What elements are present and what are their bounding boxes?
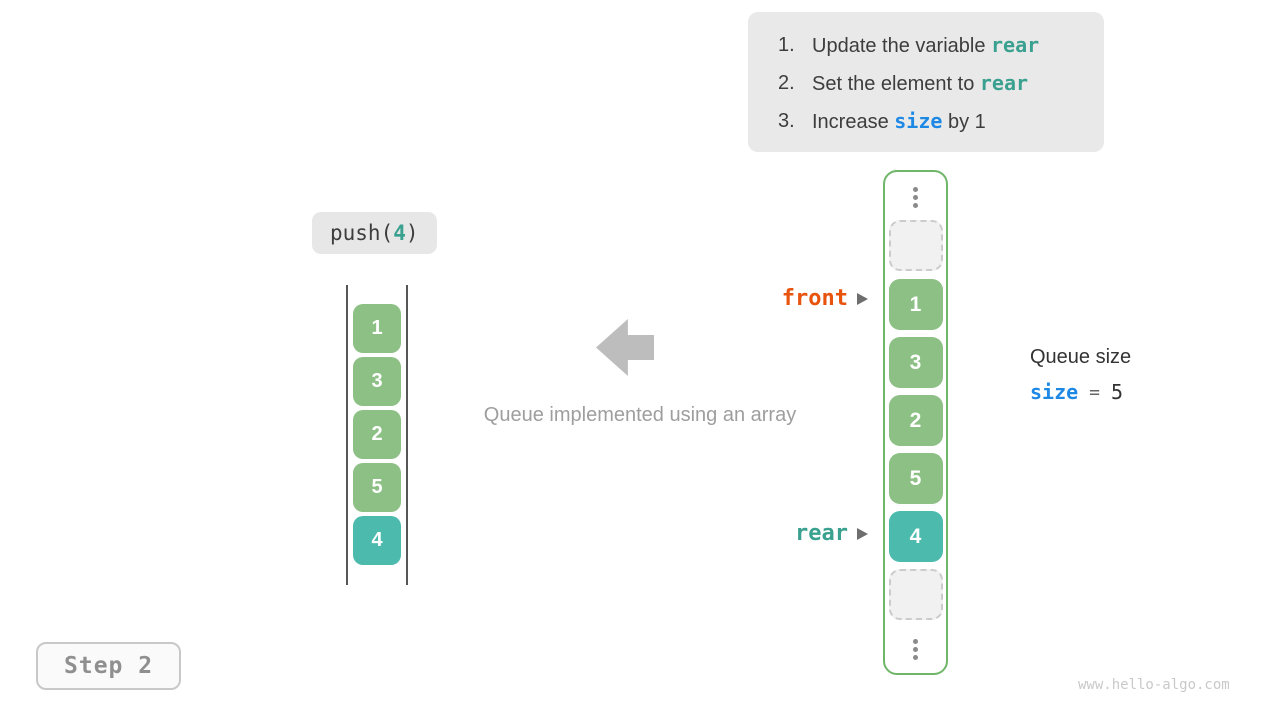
array-cell-new: 4: [888, 511, 943, 562]
queue-abstract-view: 1 3 2 5 4: [346, 285, 408, 585]
size-value: 5: [1111, 380, 1124, 404]
instruction-text-before: Increase: [812, 111, 895, 133]
instruction-item: 1. Update the variable rear: [778, 27, 1104, 65]
queue-cell-new: 4: [353, 516, 401, 565]
push-call-arg: 4: [393, 221, 406, 245]
watermark: www.hello-algo.com: [1078, 677, 1230, 693]
ellipsis-icon: [913, 185, 918, 210]
code-token-rear: rear: [991, 33, 1040, 57]
array-cell: 5: [888, 453, 943, 504]
push-call-prefix: push(: [330, 221, 394, 245]
instruction-text: Update the variable rear: [812, 27, 1039, 65]
empty-slot: [888, 569, 943, 620]
queue-cell: 1: [353, 304, 401, 353]
left-arrow-icon: [596, 319, 654, 376]
instruction-text: Set the element to rear: [812, 65, 1028, 103]
instruction-item: 2. Set the element to rear: [778, 65, 1104, 103]
queue-cell: 3: [353, 357, 401, 406]
instruction-item: 3. Increase size by 1: [778, 103, 1104, 141]
queue-cell: 2: [353, 410, 401, 459]
size-variable: size: [1030, 380, 1079, 404]
step-badge: Step 2: [36, 642, 182, 690]
empty-slot: [888, 220, 943, 271]
push-call-suffix: ): [405, 221, 419, 245]
pointer-arrow-icon: [857, 527, 868, 540]
array-view: 1 3 2 5 4: [883, 170, 948, 675]
queue-size-info: Queue size size = 5: [1030, 343, 1131, 404]
instruction-text-before: Set the element to: [812, 73, 980, 95]
instruction-number: 2.: [778, 72, 795, 94]
instruction-number: 3.: [778, 110, 795, 132]
rear-label-text: rear: [795, 521, 848, 546]
queue-cell: 5: [353, 463, 401, 512]
queue-size-value-line: size = 5: [1030, 380, 1131, 404]
equals-sign: =: [1089, 381, 1101, 403]
ellipsis-icon: [913, 637, 918, 662]
caption: Queue implemented using an array: [483, 404, 797, 426]
queue-size-title: Queue size: [1030, 346, 1132, 368]
push-call-label: push(4): [312, 212, 437, 254]
instruction-text-before: Update the variable: [812, 35, 992, 57]
array-cell: 1: [888, 279, 943, 330]
instruction-text-after: by 1: [942, 111, 986, 133]
array-cell: 3: [888, 337, 943, 388]
rear-pointer-label: rear: [795, 521, 868, 546]
code-token-size: size: [894, 109, 943, 133]
array-cell: 2: [888, 395, 943, 446]
instruction-text: Increase size by 1: [812, 103, 986, 141]
pointer-arrow-icon: [857, 292, 868, 305]
front-label-text: front: [781, 286, 848, 311]
code-token-rear: rear: [979, 71, 1029, 95]
instruction-number: 1.: [778, 34, 795, 56]
instruction-box: 1. Update the variable rear 2. Set the e…: [748, 12, 1104, 152]
front-pointer-label: front: [782, 286, 868, 311]
